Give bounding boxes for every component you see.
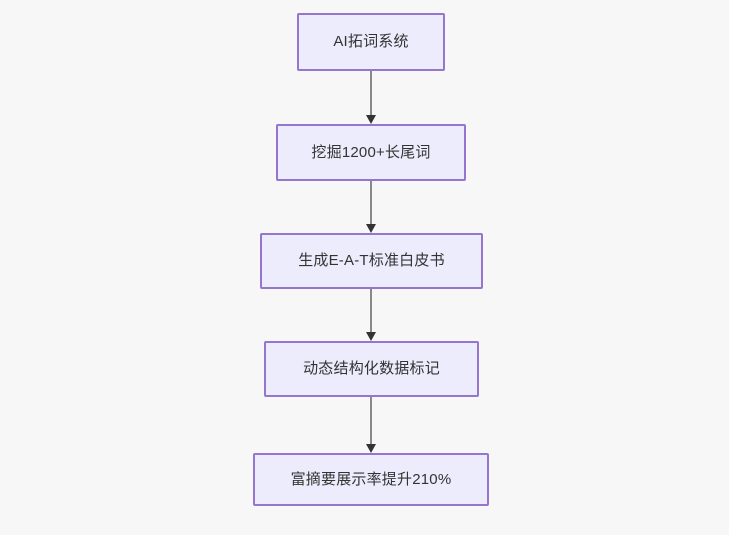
flowchart-node-3[interactable]: 生成E-A-T标准白皮书 [260, 233, 483, 289]
flowchart-edge-2-arrowhead [366, 224, 376, 233]
flowchart-node-5-label: 富摘要展示率提升210% [290, 470, 452, 488]
flowchart-edge-3-arrowhead [366, 332, 376, 341]
flowchart-node-5[interactable]: 富摘要展示率提升210% [253, 453, 489, 506]
flowchart-node-3-label: 生成E-A-T标准白皮书 [298, 252, 445, 269]
flowchart-edge-4-line [370, 397, 372, 444]
flowchart-edge-2-line [370, 181, 372, 224]
flowchart-node-1-label: AI拓词系统 [333, 33, 409, 50]
flowchart-edge-3-line [370, 289, 372, 332]
flowchart-node-1[interactable]: AI拓词系统 [297, 13, 445, 71]
flowchart-node-2-label: 挖掘1200+长尾词 [311, 143, 431, 161]
flowchart-node-4-label: 动态结构化数据标记 [303, 360, 440, 377]
flowchart-edge-1-arrowhead [366, 115, 376, 124]
flowchart-edge-1-line [370, 71, 372, 115]
flowchart-node-4[interactable]: 动态结构化数据标记 [264, 341, 479, 397]
flowchart-node-2[interactable]: 挖掘1200+长尾词 [276, 124, 466, 181]
flowchart-edge-4-arrowhead [366, 444, 376, 453]
